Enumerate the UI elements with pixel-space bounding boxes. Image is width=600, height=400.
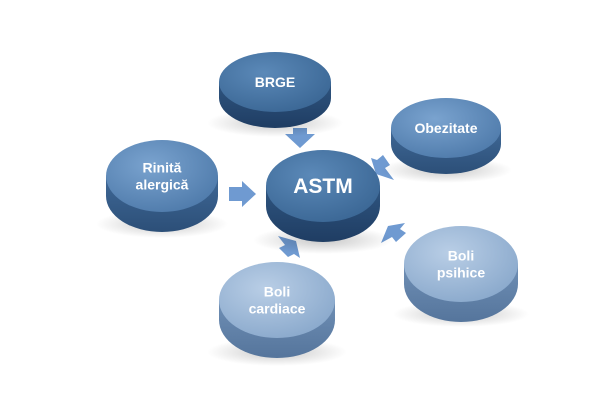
- boli-psihice-label-line: psihice: [437, 265, 485, 281]
- boli-cardiace-label-line: cardiace: [249, 301, 306, 317]
- boli-psihice-label-line: Boli: [448, 248, 474, 264]
- center-label: ASTM: [293, 175, 353, 198]
- rinita-label-line: Rinită: [143, 160, 182, 176]
- arrow-rinita-to-center: [229, 181, 256, 207]
- brge-label-line: BRGE: [255, 74, 295, 90]
- arrow-brge-to-center: [285, 128, 315, 148]
- node-center-astm[interactable]: ASTM: [253, 150, 393, 254]
- boli-cardiace-label-line: Boli: [264, 284, 290, 300]
- node-brge[interactable]: BRGE: [207, 52, 343, 137]
- node-obezitate-label: Obezitate: [414, 120, 477, 136]
- rinita-label-line: alergică: [136, 177, 189, 193]
- node-obezitate[interactable]: Obezitate: [380, 98, 512, 183]
- obezitate-label-line: Obezitate: [414, 120, 477, 136]
- node-brge-label: BRGE: [255, 74, 295, 90]
